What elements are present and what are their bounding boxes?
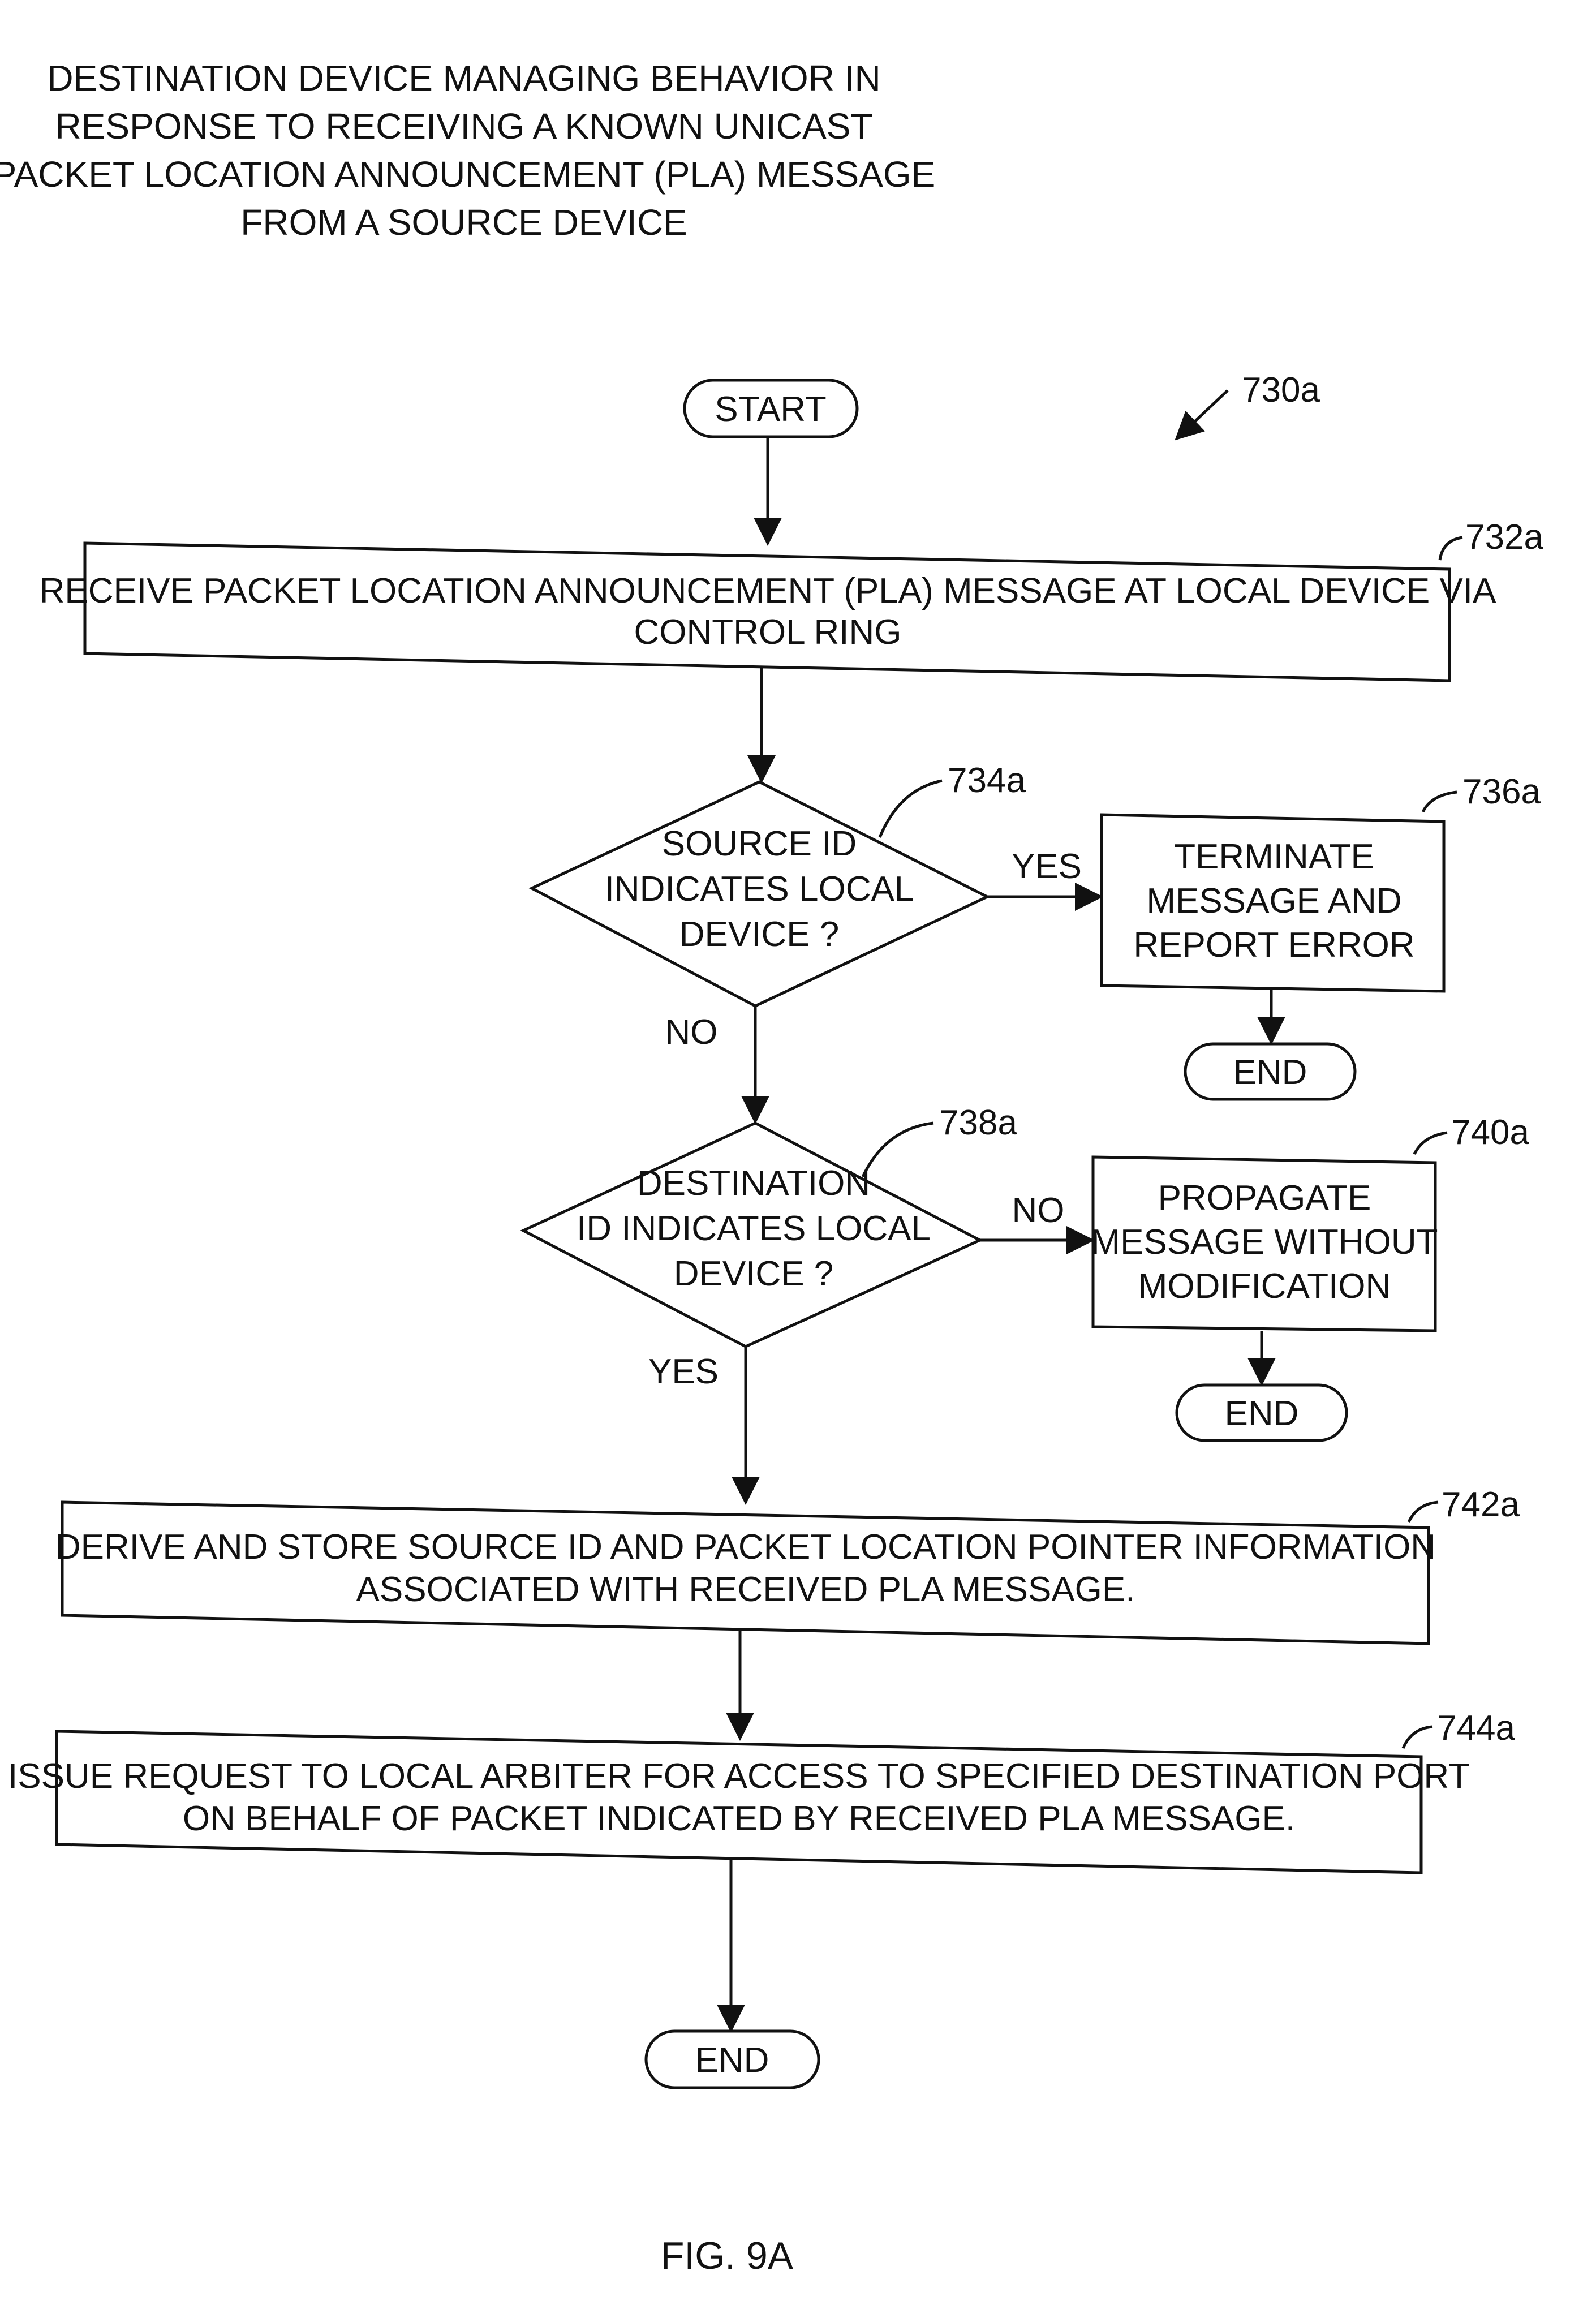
process-box-740a: PROPAGATE MESSAGE WITHOUT MODIFICATION 7…	[1091, 1113, 1529, 1332]
process-box-732a: RECEIVE PACKET LOCATION ANNOUNCEMENT (PL…	[40, 518, 1543, 682]
ref-736a: 736a	[1462, 772, 1541, 811]
ref-734a: 734a	[948, 761, 1026, 800]
decision-738a-line-2: ID INDICATES LOCAL	[577, 1209, 931, 1248]
decision-738a-no-label: NO	[1012, 1191, 1065, 1230]
step-732a-line-1: RECEIVE PACKET LOCATION ANNOUNCEMENT (PL…	[40, 571, 1496, 610]
end-shape-740	[1175, 1383, 1348, 1442]
figure-reference: 730a	[1175, 371, 1320, 441]
ref-738a: 738a	[939, 1103, 1017, 1142]
process-box-736a-shape	[1100, 813, 1446, 993]
title-line-4: FROM A SOURCE DEVICE	[240, 202, 687, 243]
process-box-742a: DERIVE AND STORE SOURCE ID AND PACKET LO…	[55, 1485, 1520, 1645]
decision-734a-no-label: NO	[665, 1013, 718, 1052]
start-terminal: START	[683, 379, 859, 438]
end-terminal-736: END	[1184, 1042, 1357, 1101]
ref-744a-leader	[1401, 1725, 1433, 1749]
process-box-744a: ISSUE REQUEST TO LOCAL ARBITER FOR ACCES…	[8, 1709, 1515, 1874]
decision-734a-line-1: SOURCE ID	[662, 824, 857, 863]
decision-734a-line-2: INDICATES LOCAL	[605, 870, 914, 909]
end-shape-final	[644, 2029, 820, 2089]
decision-734a: SOURCE ID INDICATES LOCAL DEVICE ? 734a	[528, 761, 1026, 1008]
diagram-title: DESTINATION DEVICE MANAGING BEHAVIOR IN …	[0, 58, 935, 243]
decision-734a-line-3: DEVICE ?	[679, 915, 840, 954]
decision-738a-line-3: DEVICE ?	[674, 1254, 834, 1293]
step-736a-line-3: REPORT ERROR	[1133, 926, 1414, 965]
decision-738a: DESTINATION ID INDICATES LOCAL DEVICE ? …	[520, 1103, 1017, 1348]
step-744a-line-2: ON BEHALF OF PACKET INDICATED BY RECEIVE…	[183, 1799, 1295, 1838]
step-744a-line-1: ISSUE REQUEST TO LOCAL ARBITER FOR ACCES…	[8, 1757, 1470, 1796]
ref-742a: 742a	[1442, 1485, 1520, 1524]
step-740a-line-2: MESSAGE WITHOUT	[1091, 1223, 1438, 1262]
step-732a-line-2: CONTROL RING	[634, 613, 901, 652]
ref-736a-leader	[1421, 790, 1457, 813]
end-label-736: END	[1233, 1053, 1307, 1092]
decision-734a-yes-label: YES	[1012, 847, 1082, 886]
process-box-744a-shape	[55, 1730, 1423, 1874]
ref-732a: 732a	[1465, 518, 1543, 557]
step-742a-line-2: ASSOCIATED WITH RECEIVED PLA MESSAGE.	[356, 1570, 1135, 1609]
ref-732a-leader	[1438, 536, 1463, 561]
end-label-740: END	[1225, 1394, 1299, 1433]
ref-740a: 740a	[1451, 1113, 1529, 1152]
title-line-3: PACKET LOCATION ANNOUNCEMENT (PLA) MESSA…	[0, 154, 935, 195]
step-740a-line-3: MODIFICATION	[1138, 1267, 1391, 1306]
end-label-final: END	[695, 2041, 769, 2080]
process-box-742a-shape	[61, 1500, 1430, 1645]
decision-738a-line-1: DESTINATION	[637, 1164, 870, 1203]
title-line-2: RESPONSE TO RECEIVING A KNOWN UNICAST	[55, 106, 872, 147]
ref-744a: 744a	[1437, 1709, 1515, 1748]
end-terminal-final: END	[644, 2029, 820, 2089]
process-box-736a: TERMINATE MESSAGE AND REPORT ERROR 736a	[1100, 772, 1541, 993]
figure-label: FIG. 9A	[661, 2234, 794, 2277]
end-shape-736	[1184, 1042, 1357, 1101]
ref-742a-leader	[1407, 1500, 1439, 1523]
decision-738a-yes-label: YES	[648, 1352, 719, 1391]
step-736a-line-2: MESSAGE AND	[1146, 881, 1401, 921]
ref-740a-leader	[1413, 1131, 1448, 1155]
ref-738a-leader	[861, 1121, 934, 1178]
title-line-1: DESTINATION DEVICE MANAGING BEHAVIOR IN	[47, 58, 880, 98]
step-742a-line-1: DERIVE AND STORE SOURCE ID AND PACKET LO…	[55, 1528, 1436, 1567]
figure-ref-arrow	[1175, 389, 1229, 441]
step-736a-line-1: TERMINATE	[1174, 837, 1374, 876]
step-740a-line-1: PROPAGATE	[1158, 1179, 1371, 1218]
start-label: START	[715, 390, 827, 429]
start-shape	[683, 379, 859, 438]
process-box-740a-shape	[1091, 1155, 1437, 1332]
ref-734a-leader	[878, 779, 943, 838]
figure-ref-label: 730a	[1242, 371, 1320, 410]
end-terminal-740: END	[1175, 1383, 1348, 1442]
process-box-732a-shape	[83, 541, 1451, 682]
